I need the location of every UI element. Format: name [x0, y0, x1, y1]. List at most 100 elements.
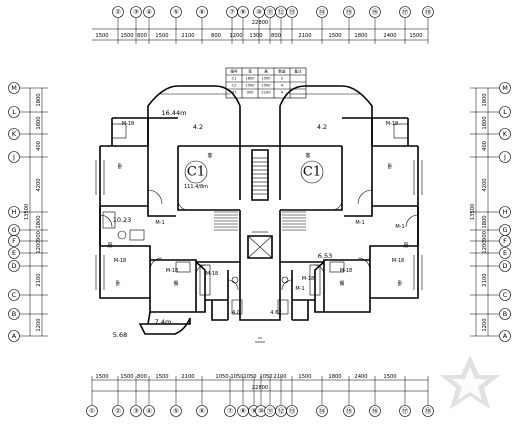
axis-top-9: ⑫ — [275, 6, 287, 18]
bottom-dim-7: 1050 — [243, 374, 256, 380]
axis-row-left-C: C — [8, 289, 20, 301]
schedule-cell: 4 — [281, 91, 284, 95]
svg-text:⑧: ⑧ — [240, 407, 246, 415]
window-tag-rb3: M-18 — [302, 276, 314, 282]
window-tag-rb2: M-18 — [340, 268, 352, 274]
left-unit-area: 111.4/8m — [184, 184, 208, 190]
axis-bottom-1: ② — [112, 405, 124, 417]
left-dim-7: 2100 — [36, 273, 42, 286]
axis-bottom-2: ③ — [130, 405, 142, 417]
axis-bottom-11: ⑫ — [275, 405, 287, 417]
schedule-cell: C1 — [232, 77, 237, 81]
window-tag-lb2: M-18 — [166, 268, 178, 274]
right-bath-area: 4.62 — [270, 310, 281, 316]
svg-text:③: ③ — [133, 407, 139, 415]
top-dim-1: 1500 — [120, 33, 133, 39]
right-dim-0: 1800 — [482, 93, 488, 106]
axis-row-left-K: K — [8, 128, 20, 140]
axis-row-right-H: H — [499, 206, 511, 218]
left-balcony-area: 16.44m — [162, 109, 187, 117]
svg-text:B: B — [503, 310, 507, 318]
svg-text:⑦: ⑦ — [227, 407, 233, 415]
bottom-dim-1: 1500 — [120, 374, 133, 380]
axis-row-right-F: F — [499, 235, 511, 247]
svg-text:⑰: ⑰ — [402, 8, 409, 16]
unit-label-right: C1 — [300, 160, 324, 184]
bottom-dimension-band — [92, 379, 428, 392]
axis-top-12: ⑮ — [343, 6, 355, 18]
bottom-dim-8: 1050 — [259, 374, 272, 380]
fixtures — [102, 123, 409, 343]
axis-row-left-L: L — [8, 106, 20, 118]
top-dim-9: 2100 — [298, 33, 311, 39]
schedule-header: 数量 — [278, 69, 286, 74]
svg-text:M: M — [11, 84, 17, 92]
axis-bottom-13: ⑭ — [316, 405, 328, 417]
axis-top-7: ⑩ — [253, 6, 265, 18]
top-dim-11: 1800 — [354, 33, 367, 39]
svg-text:C: C — [503, 291, 508, 299]
axis-top-4: ⑥ — [196, 6, 208, 18]
axis-bottom-7: ⑧ — [237, 405, 249, 417]
right-dim-8: 1200 — [482, 318, 488, 331]
axis-row-right-J: J — [499, 151, 511, 163]
svg-text:③: ③ — [133, 8, 139, 16]
left-kitchen-area: 10.23 — [113, 216, 132, 224]
axis-row-left-G: G — [8, 224, 20, 236]
axis-top-13: ⑯ — [369, 6, 381, 18]
axis-row-left-J: J — [8, 151, 20, 163]
svg-text:⑯: ⑯ — [372, 407, 379, 415]
axis-row-right-D: D — [499, 260, 511, 272]
svg-text:H: H — [503, 208, 508, 216]
axis-bottom-12: ⑬ — [286, 405, 298, 417]
svg-text:⑬: ⑬ — [289, 8, 296, 16]
room-tag-right-bed2: 卧 — [397, 280, 402, 287]
svg-text:⑫: ⑫ — [278, 407, 285, 415]
axis-bottom-16: ⑰ — [399, 405, 411, 417]
schedule-header: 高 — [264, 69, 268, 74]
svg-text:⑭: ⑭ — [319, 8, 326, 16]
room-tag-left-living: 客 — [207, 152, 212, 159]
axis-top-14: ⑰ — [399, 6, 411, 18]
svg-text:C1: C1 — [303, 165, 321, 180]
left-balcony-bottom-area: 7.4m — [155, 318, 172, 326]
left-dim-1: 1800 — [36, 116, 42, 129]
svg-text:⑯: ⑯ — [372, 8, 379, 16]
axis-row-right-M: M — [499, 82, 511, 94]
right-dim-3: 4200 — [482, 178, 488, 191]
room-tag-left-kitchen: 厨 — [107, 243, 112, 249]
svg-text:G: G — [502, 226, 507, 234]
axis-row-left-H: H — [8, 206, 20, 218]
top-dim-6: 1200 — [229, 33, 242, 39]
left-balcony-area-b: 4.2 — [193, 123, 203, 131]
right-dim-2: 400 — [482, 141, 488, 151]
axis-row-left-E: E — [8, 247, 20, 259]
bottom-dim-5: 1050 — [215, 374, 228, 380]
window-tag-rd: M-1 — [395, 224, 404, 230]
svg-text:⑱: ⑱ — [425, 407, 432, 415]
room-tag-right-bedroom: 卧 — [387, 163, 392, 170]
svg-text:E: E — [503, 249, 507, 257]
svg-text:①: ① — [89, 407, 95, 415]
room-annotations: 111.4/8m 16.44m 4.2 4.2 10.23 6.53 7.4m … — [107, 109, 408, 339]
schedule-cell: 1800 — [245, 77, 255, 81]
svg-text:F: F — [12, 237, 16, 245]
bottom-dim-13: 1500 — [383, 374, 396, 380]
svg-text:L: L — [12, 108, 16, 116]
schedule-cell: C2 — [232, 84, 237, 88]
axis-row-right-L: L — [499, 106, 511, 118]
bottom-dim-3: 1500 — [155, 374, 168, 380]
top-dim-5: 800 — [211, 33, 221, 39]
axis-row-right-A: A — [499, 330, 511, 342]
svg-text:⑨: ⑨ — [251, 407, 257, 415]
svg-text:F: F — [503, 237, 507, 245]
axis-bottom-15: ⑯ — [369, 405, 381, 417]
top-dimension-band — [92, 28, 428, 41]
axis-bottom-6: ⑦ — [224, 405, 236, 417]
svg-text:B: B — [12, 310, 16, 318]
schedule-cell: 1500 — [261, 84, 271, 88]
left-dim-8: 1200 — [36, 318, 42, 331]
top-dim-13: 1500 — [409, 33, 422, 39]
svg-text:⑥: ⑥ — [199, 8, 205, 16]
